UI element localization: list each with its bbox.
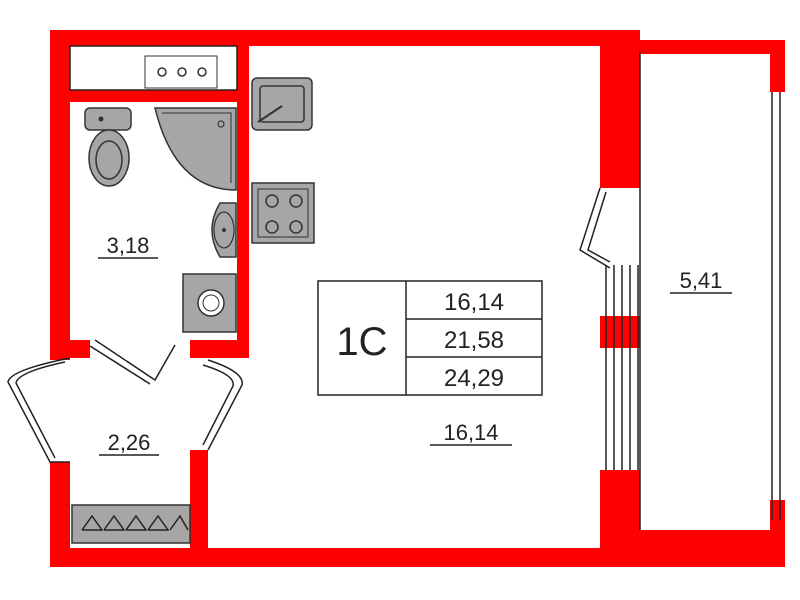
room-area-bathroom: 3,18 [107,233,150,258]
legend-box: 1С 16,14 21,58 24,29 [317,280,543,396]
room-area-balcony: 5,41 [680,268,723,293]
room-labels: 3,18 2,26 16,14 5,41 [98,233,732,456]
room-area-hallway: 2,26 [108,430,151,455]
legend-living-area: 16,14 [444,289,504,316]
washbasin-icon [211,202,237,258]
room-area-living: 16,14 [443,420,498,445]
legend-total-with-balcony: 24,29 [444,365,504,392]
legend-total-area: 21,58 [444,327,504,354]
toilet-icon [84,107,132,187]
washing-machine-icon [182,273,237,333]
sink-icon [251,77,313,131]
stove-icon [144,55,218,89]
hanger-icon [81,514,189,531]
unit-type-label: 1С [336,320,387,364]
door-icon [7,187,611,463]
shower-icon [154,107,237,191]
outlines [69,45,781,530]
cooktop-icon [251,182,315,244]
